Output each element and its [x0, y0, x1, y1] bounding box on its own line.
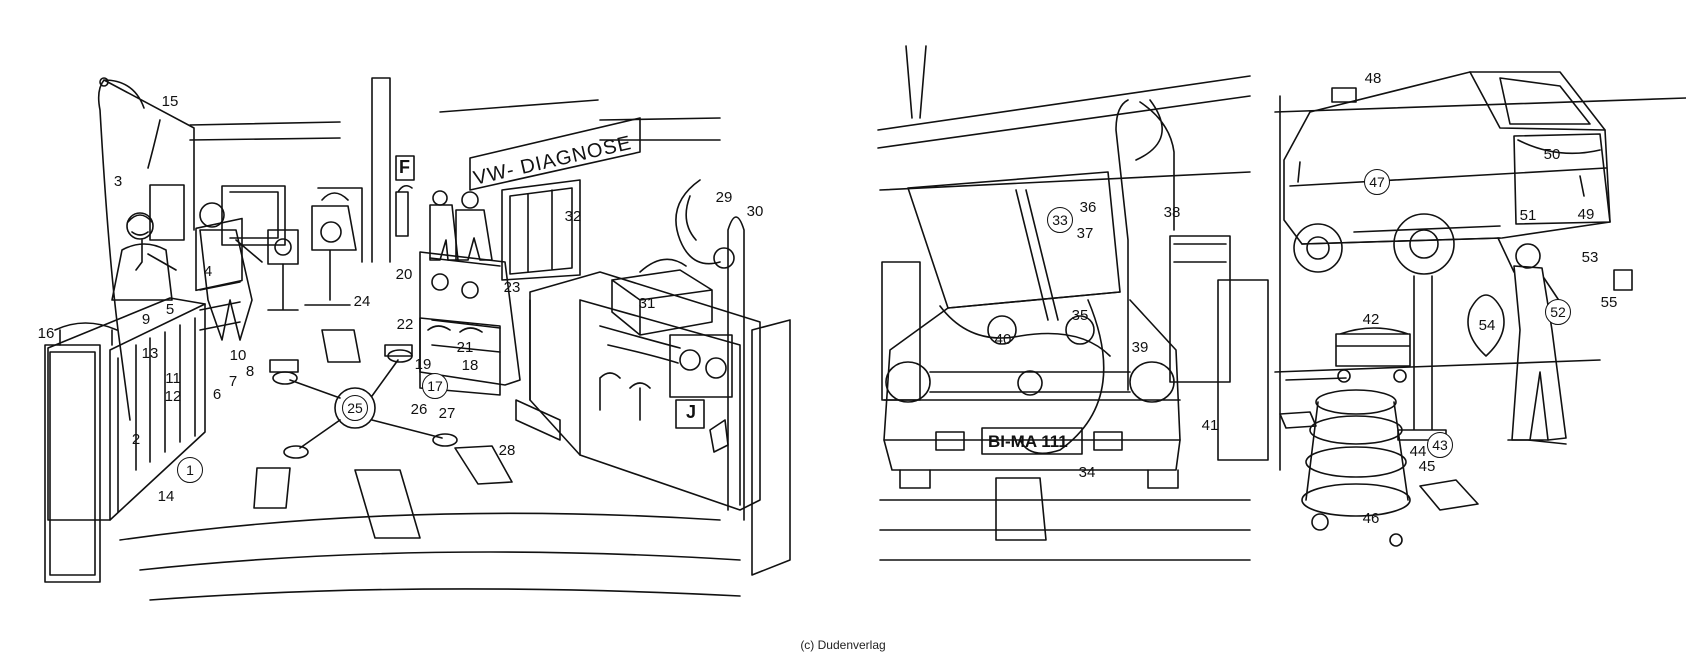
callout-41: 41 — [1201, 417, 1219, 434]
callout-55: 55 — [1600, 294, 1618, 311]
callout-44: 44 — [1409, 443, 1427, 460]
callout-21: 21 — [456, 339, 474, 356]
callout-48: 48 — [1364, 70, 1382, 87]
callout-43: 43 — [1427, 432, 1453, 458]
diagnosis-workshop-scene — [44, 77, 791, 601]
license-plate-text: BI-MA 111 — [988, 432, 1068, 451]
callout-30: 30 — [746, 203, 764, 220]
callout-10: 10 — [229, 347, 247, 364]
callout-25: 25 — [342, 395, 368, 421]
callout-14: 14 — [157, 488, 175, 505]
callout-9: 9 — [141, 311, 151, 328]
tool-box — [611, 258, 713, 336]
callout-28: 28 — [498, 442, 516, 459]
callout-16: 16 — [37, 325, 55, 342]
callout-15: 15 — [161, 93, 179, 110]
tool-holder — [54, 322, 118, 346]
callout-6: 6 — [212, 386, 222, 403]
workbench — [47, 217, 243, 521]
callout-34: 34 — [1078, 464, 1096, 481]
callout-11: 11 — [165, 370, 181, 387]
callout-13: 13 — [141, 345, 159, 362]
callout-42: 42 — [1362, 311, 1380, 328]
callout-5: 5 — [165, 301, 175, 318]
callout-19: 19 — [414, 356, 432, 373]
callout-54: 54 — [1478, 317, 1496, 334]
callout-47: 47 — [1364, 169, 1390, 195]
callout-8: 8 — [245, 363, 255, 380]
mechanic-under-van — [1497, 237, 1567, 445]
mechanic-standing — [199, 202, 263, 341]
van-lift-scene — [1274, 71, 1686, 547]
diagnose-tester — [515, 271, 761, 511]
floor-lift — [269, 344, 458, 459]
callout-24: 24 — [353, 293, 371, 310]
callout-40: 40 — [994, 331, 1012, 348]
callout-31: 31 — [638, 295, 656, 312]
mechanic-seated — [111, 212, 177, 301]
callout-12: 12 — [164, 388, 182, 405]
callout-29: 29 — [715, 189, 733, 206]
callout-27: 27 — [438, 405, 456, 422]
callout-18: 18 — [461, 357, 479, 374]
callout-17: 17 — [422, 373, 448, 399]
diagnose-sign — [469, 117, 641, 191]
callout-52: 52 — [1545, 299, 1571, 325]
car — [883, 171, 1181, 489]
fire-sign-letter: F — [399, 157, 410, 177]
copyright-notice: (c) Dudenverlag — [800, 638, 886, 652]
callout-37: 37 — [1076, 225, 1094, 242]
callout-32: 32 — [564, 208, 582, 225]
tool-trolley — [1301, 389, 1411, 547]
callout-22: 22 — [396, 316, 414, 333]
callout-46: 46 — [1362, 510, 1380, 527]
callout-4: 4 — [203, 263, 213, 280]
callout-51: 51 — [1519, 207, 1537, 224]
callout-23: 23 — [503, 279, 521, 296]
callout-1: 1 — [177, 457, 203, 483]
callout-35: 35 — [1071, 307, 1089, 324]
callout-20: 20 — [395, 266, 413, 283]
callout-36: 36 — [1079, 199, 1097, 216]
callout-2: 2 — [131, 431, 141, 448]
callout-49: 49 — [1577, 206, 1595, 223]
callout-45: 45 — [1418, 458, 1436, 475]
cable-reel — [1467, 294, 1505, 357]
callout-53: 53 — [1581, 249, 1599, 266]
fire-sign — [395, 155, 415, 181]
fire-extinguisher-icon — [395, 184, 413, 237]
tester-letter: J — [686, 402, 697, 422]
callout-39: 39 — [1131, 339, 1149, 356]
callout-50: 50 — [1543, 146, 1561, 163]
callout-3: 3 — [113, 173, 123, 190]
van — [1283, 71, 1611, 275]
callout-7: 7 — [228, 373, 238, 390]
callout-38: 38 — [1163, 204, 1181, 221]
callout-26: 26 — [410, 401, 428, 418]
callout-33: 33 — [1047, 207, 1073, 233]
car-inspection-scene — [877, 45, 1269, 561]
